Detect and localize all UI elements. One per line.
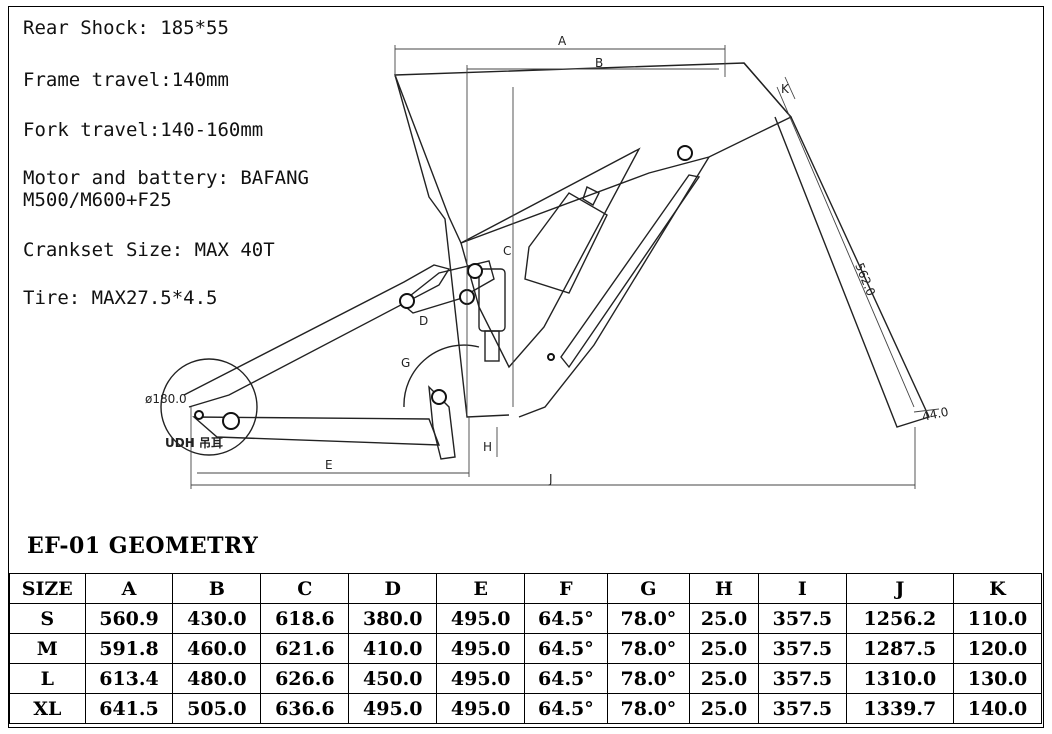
dim-label-b: B xyxy=(595,56,603,70)
table-cell: 64.5° xyxy=(524,603,608,634)
table-cell: 430.0 xyxy=(172,603,262,634)
table-cell: 380.0 xyxy=(348,603,438,634)
dim-label-h: H xyxy=(483,440,492,454)
table-cell: 1287.5 xyxy=(845,633,954,664)
table-cell: 130.0 xyxy=(952,663,1043,694)
spec-frame-travel: Frame travel:140mm xyxy=(23,69,229,91)
table-row: S 560.9 430.0 618.6 380.0 495.0 64.5° 78… xyxy=(9,603,1043,634)
table-cell: 25.0 xyxy=(689,663,759,694)
table-cell: 25.0 xyxy=(689,633,759,664)
table-cell: 480.0 xyxy=(172,663,262,694)
udh-label: UDH xyxy=(165,436,195,450)
column-header: K xyxy=(952,573,1043,604)
spec-rear-shock: Rear Shock: 185*55 xyxy=(23,17,229,39)
table-row: L 613.4 480.0 626.6 450.0 495.0 64.5° 78… xyxy=(9,663,1043,694)
spec-fork-travel: Fork travel:140-160mm xyxy=(23,119,264,141)
table-cell: 636.6 xyxy=(260,693,350,724)
table-cell: 64.5° xyxy=(524,633,608,664)
table-cell: 110.0 xyxy=(952,603,1043,634)
table-cell: 495.0 xyxy=(348,693,438,724)
table-cell: 495.0 xyxy=(436,693,526,724)
table-cell: 78.0° xyxy=(606,663,691,694)
column-header: E xyxy=(436,573,526,604)
table-cell: 626.6 xyxy=(260,663,350,694)
table-cell: 621.6 xyxy=(260,633,350,664)
frame-outline xyxy=(160,62,930,460)
table-header-row: SIZE A B C D E F G H I J K xyxy=(9,573,1043,604)
table-cell: 495.0 xyxy=(436,603,526,634)
table-cell: XL xyxy=(9,693,86,724)
table-cell: 1256.2 xyxy=(845,603,954,634)
table-cell: 78.0° xyxy=(606,693,691,724)
column-header: C xyxy=(260,573,350,604)
table-cell: 450.0 xyxy=(348,663,438,694)
table-cell: 120.0 xyxy=(952,633,1043,664)
table-cell: 618.6 xyxy=(260,603,350,634)
column-header: F xyxy=(524,573,608,604)
table-cell: 25.0 xyxy=(689,603,759,634)
hanger-label: 吊耳 xyxy=(199,436,223,450)
table-cell: 495.0 xyxy=(436,633,526,664)
column-header: G xyxy=(606,573,691,604)
table-cell: M xyxy=(9,633,86,664)
table-cell: 560.9 xyxy=(84,603,174,634)
table-cell: 505.0 xyxy=(172,693,262,724)
rotor-size-label: ø180.0 xyxy=(145,392,187,406)
table-cell: 357.5 xyxy=(757,693,847,724)
table-cell: 64.5° xyxy=(524,663,608,694)
table-cell: 1310.0 xyxy=(845,663,954,694)
column-header: A xyxy=(84,573,174,604)
column-header: J xyxy=(845,573,954,604)
dim-label-e: E xyxy=(325,458,333,472)
table-cell: 78.0° xyxy=(606,603,691,634)
table-cell: 1339.7 xyxy=(845,693,954,724)
headtube-length-label: 562.0 xyxy=(852,261,878,298)
spec-tire: Tire: MAX27.5*4.5 xyxy=(23,287,218,309)
table-row: M 591.8 460.0 621.6 410.0 495.0 64.5° 78… xyxy=(9,633,1043,664)
geometry-table: SIZE A B C D E F G H I J K S 560.9 430.0… xyxy=(9,573,1043,724)
geometry-title: EF-01 GEOMETRY xyxy=(27,533,259,559)
column-header: SIZE xyxy=(9,573,86,604)
table-cell: 410.0 xyxy=(348,633,438,664)
dim-label-k: K xyxy=(781,82,790,96)
table-cell: 25.0 xyxy=(689,693,759,724)
table-cell: L xyxy=(9,663,86,694)
dimension-lines xyxy=(190,45,940,489)
table-cell: 591.8 xyxy=(84,633,174,664)
table-cell: 140.0 xyxy=(952,693,1043,724)
drawing-sheet: Rear Shock: 185*55 Frame travel:140mm Fo… xyxy=(8,6,1044,728)
dim-label-c: C xyxy=(503,244,511,258)
dim-label-a: A xyxy=(558,34,567,48)
frame-drawing: A B C D E G H J K 562.0 44.0 ø180.0 UDH … xyxy=(145,34,950,489)
table-row: XL 641.5 505.0 636.6 495.0 495.0 64.5° 7… xyxy=(9,693,1043,724)
table-cell: 78.0° xyxy=(606,633,691,664)
table-cell: 613.4 xyxy=(84,663,174,694)
dim-label-g: G xyxy=(401,356,410,370)
table-cell: S xyxy=(9,603,86,634)
table-cell: 460.0 xyxy=(172,633,262,664)
dim-label-j: J xyxy=(548,472,553,486)
pivot-points xyxy=(194,145,693,430)
spec-crankset: Crankset Size: MAX 40T xyxy=(23,239,275,261)
table-cell: 357.5 xyxy=(757,603,847,634)
column-header: I xyxy=(757,573,847,604)
table-cell: 357.5 xyxy=(757,633,847,664)
column-header: D xyxy=(348,573,438,604)
dim-label-d: D xyxy=(419,314,428,328)
fork-offset-label: 44.0 xyxy=(921,405,950,424)
table-cell: 357.5 xyxy=(757,663,847,694)
column-header: B xyxy=(172,573,262,604)
column-header: H xyxy=(689,573,759,604)
table-cell: 495.0 xyxy=(436,663,526,694)
table-cell: 641.5 xyxy=(84,693,174,724)
spec-motor-battery: Motor and battery: BAFANG M500/M600+F25 xyxy=(23,167,309,211)
table-cell: 64.5° xyxy=(524,693,608,724)
